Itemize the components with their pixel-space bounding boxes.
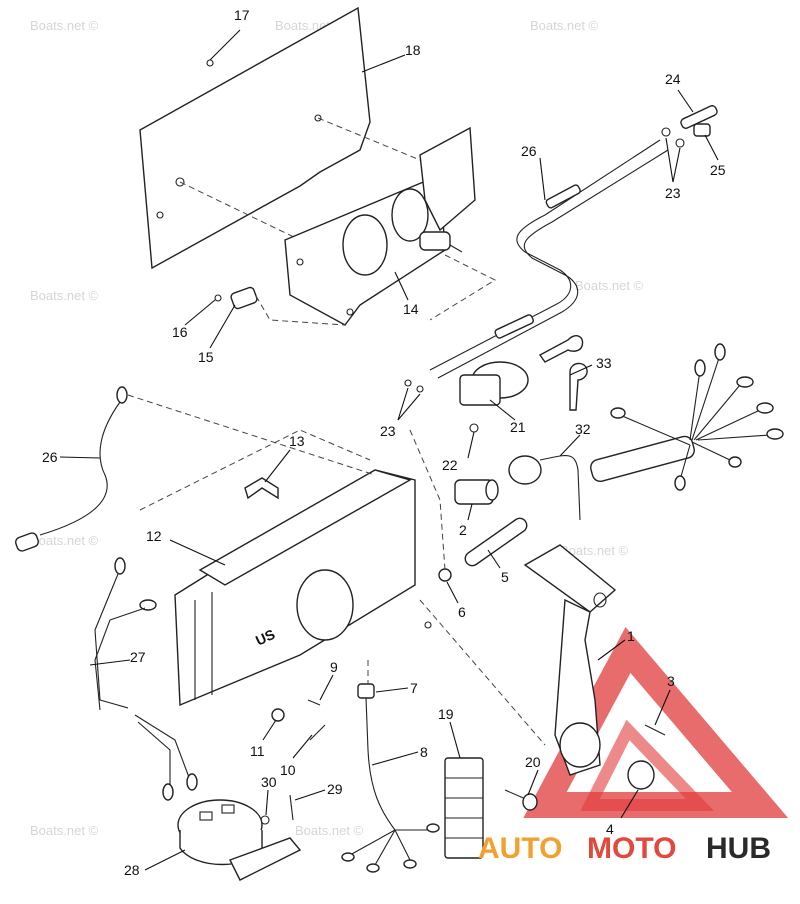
watermark-text: Boats.net ©: [295, 823, 364, 838]
part-label: 27: [130, 649, 146, 665]
ignition-switch: [404, 361, 529, 406]
spring-clip: [244, 477, 279, 500]
part-label: 10: [280, 762, 296, 778]
part-label: 9: [330, 659, 338, 675]
part-label: 29: [327, 781, 343, 797]
part-label: 7: [410, 680, 418, 696]
indicator-light: [508, 455, 581, 521]
set-screw: [644, 724, 666, 736]
part-number-labels: 17 18 14 15 16 26 24 25 23 33 21 23 22 2…: [42, 7, 726, 878]
part-label: 33: [596, 355, 612, 371]
part-label: 5: [501, 569, 509, 585]
part-label: 1: [627, 628, 635, 644]
watermark-layer: Boats.net © Boats.net © Boats.net © Boat…: [30, 18, 644, 838]
small-bracket: [214, 286, 258, 310]
part-label: 32: [575, 421, 591, 437]
handle-cap: [627, 760, 655, 790]
screw: [309, 724, 326, 741]
terminal-block: [444, 757, 484, 859]
leader-lines: [59, 29, 719, 871]
washer: [271, 708, 285, 722]
part-label: 17: [234, 7, 250, 23]
control-mechanism: [284, 126, 476, 326]
part-label: 4: [606, 821, 614, 837]
part-label: 26: [521, 143, 537, 159]
part-label: 13: [289, 433, 305, 449]
part-label: 11: [250, 743, 265, 759]
pivot-bolt: [504, 789, 538, 811]
watermark-text: Boats.net ©: [30, 288, 99, 303]
part-label: 23: [380, 423, 396, 439]
watermark-text: Boats.net ©: [560, 543, 629, 558]
part-label: 16: [172, 324, 188, 340]
part-label: 2: [459, 522, 467, 538]
part-label: 8: [420, 744, 428, 760]
washer: [438, 568, 452, 582]
control-housing: US: [174, 469, 432, 707]
sleeve: [464, 517, 528, 567]
screw: [307, 699, 321, 706]
part-label: 12: [146, 528, 162, 544]
part-label: 25: [710, 162, 726, 178]
control-handle: [523, 544, 617, 776]
watermark-text: Boats.net ©: [575, 278, 644, 293]
part-label: 28: [124, 862, 140, 878]
part-label: 19: [438, 706, 454, 722]
watermark-text: Boats.net ©: [30, 533, 99, 548]
throttle-cables: [429, 139, 669, 379]
part-label: 22: [442, 457, 458, 473]
part-label: 6: [458, 604, 466, 620]
part-label: 18: [405, 42, 421, 58]
logo-word-auto: AUTO: [478, 832, 562, 865]
mounting-plate: [139, 6, 371, 270]
grommet-and-harness: [341, 683, 440, 873]
wire-harness: [590, 343, 784, 491]
part-label: 20: [525, 754, 541, 770]
keys: [538, 335, 588, 411]
switch-component: [454, 479, 499, 505]
logo-word-hub: HUB: [706, 832, 771, 865]
part-label: 30: [261, 774, 277, 790]
part-label: 23: [665, 185, 681, 201]
part-label: 3: [667, 673, 675, 689]
watermark-text: Boats.net ©: [30, 823, 99, 838]
automotohub-logo: AUTO MOTO HUB: [478, 832, 771, 865]
housing-badge: US: [253, 626, 277, 649]
part-label: 24: [665, 71, 681, 87]
screw: [289, 794, 294, 821]
watermark-text: Boats.net ©: [30, 18, 99, 33]
logo-word-moto: MOTO: [587, 832, 676, 865]
part-label: 14: [403, 301, 419, 317]
watermark-text: Boats.net ©: [530, 18, 599, 33]
buzzer-leads: [94, 557, 198, 801]
part-label: 26: [42, 449, 58, 465]
part-label: 15: [198, 349, 214, 365]
warning-horn: [177, 799, 302, 881]
ground-lead: [14, 386, 128, 552]
part-label: 21: [510, 419, 526, 435]
